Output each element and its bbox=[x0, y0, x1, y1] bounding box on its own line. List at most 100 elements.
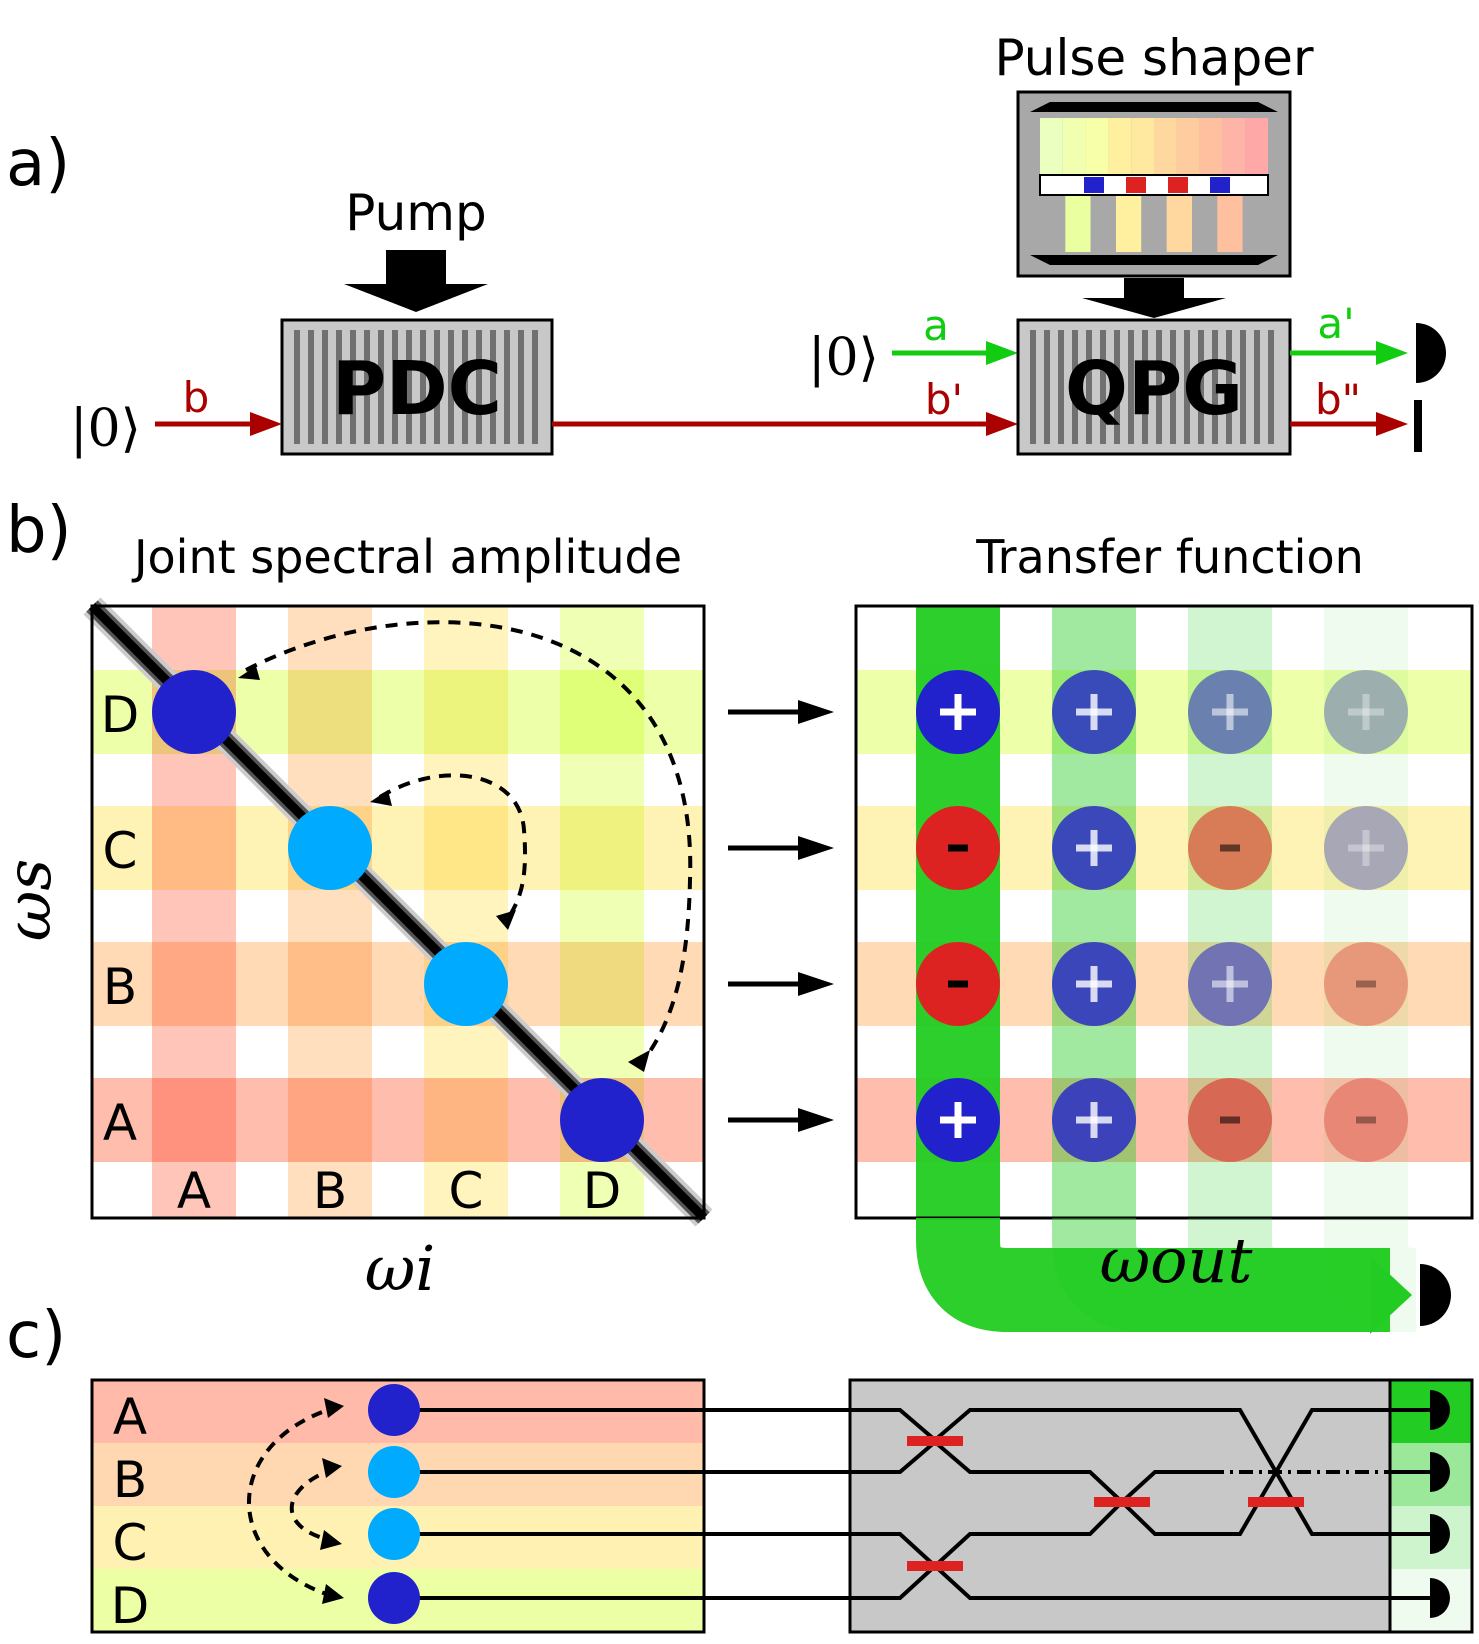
circuit-dashed-inner bbox=[289, 1466, 337, 1542]
jsa-row-label: D bbox=[101, 686, 140, 744]
shaper-filtered-band bbox=[1065, 196, 1091, 252]
tf-weight-dot bbox=[1324, 1078, 1408, 1162]
shaper-filtered-band bbox=[1141, 196, 1167, 252]
minus-sign bbox=[1220, 1116, 1240, 1124]
crystal-stripe bbox=[1184, 330, 1190, 444]
crystal-stripe bbox=[392, 330, 398, 444]
shaper-filtered-band bbox=[1217, 196, 1243, 252]
crystal-stripe bbox=[518, 330, 524, 444]
crystal-stripe bbox=[322, 330, 328, 444]
crystal-stripe bbox=[1044, 330, 1050, 444]
jsa-col-label: D bbox=[583, 1162, 622, 1220]
tf-output-path bbox=[916, 1218, 1390, 1332]
tf-output-arrowhead bbox=[1370, 1256, 1412, 1334]
circuit-mode-dot bbox=[368, 1384, 420, 1436]
beam-splitter bbox=[1248, 1497, 1304, 1507]
jsa-col-band bbox=[424, 606, 508, 1218]
crystal-stripe bbox=[1170, 330, 1176, 444]
shaper-spectrum-band bbox=[1131, 118, 1154, 174]
crystal-stripe bbox=[434, 330, 440, 444]
minus-sign bbox=[948, 980, 968, 988]
crystal-stripe bbox=[504, 330, 510, 444]
circuit-dashed-outer-head-bottom bbox=[322, 1584, 344, 1604]
dashed-arrowhead-outer-bottom bbox=[628, 1050, 650, 1072]
transfer-plot bbox=[854, 604, 1474, 1220]
crystal-stripe bbox=[1156, 330, 1162, 444]
detector bbox=[1430, 1390, 1450, 1430]
minus-sign bbox=[1356, 1116, 1376, 1124]
shaper-filtered-band bbox=[1166, 196, 1192, 252]
circuit-dashed-outer-head-top bbox=[324, 1398, 344, 1418]
crystal-stripe bbox=[1128, 330, 1134, 444]
shaper-mask-pixel bbox=[1168, 177, 1188, 193]
shaper-spectrum-band bbox=[1245, 118, 1268, 174]
crystal-stripe bbox=[1226, 330, 1232, 444]
jsa-mode-dot bbox=[560, 1078, 644, 1162]
shaper-mask-pixel bbox=[1084, 177, 1104, 193]
circuit-row-label: D bbox=[111, 1577, 150, 1635]
beam-a-prime-label: a' bbox=[1317, 299, 1354, 348]
beam-b-label: b bbox=[183, 373, 210, 422]
detector bbox=[1430, 1452, 1450, 1492]
plus-sign-v bbox=[1226, 966, 1234, 1002]
dashed-arrowhead-inner-bottom bbox=[496, 910, 516, 930]
beam-b-arrowhead bbox=[250, 412, 282, 436]
plus-sign-v bbox=[954, 1102, 962, 1138]
plus-sign-v bbox=[1090, 966, 1098, 1002]
crystal-stripe bbox=[294, 330, 300, 444]
crystal-stripe bbox=[1100, 330, 1106, 444]
plus-sign-v bbox=[1362, 830, 1370, 866]
circuit-mode-dot bbox=[368, 1508, 420, 1560]
dashed-arrowhead-outer-top bbox=[238, 666, 260, 680]
tf-col-band bbox=[1324, 606, 1408, 1218]
jsa-mode-dot bbox=[152, 670, 236, 754]
jsa-col-label: C bbox=[449, 1162, 484, 1220]
beam-splitter bbox=[907, 1561, 963, 1571]
crystal-stripe bbox=[336, 330, 342, 444]
vacuum-input-a: |0⟩ bbox=[808, 328, 879, 388]
pdc-label: PDC bbox=[332, 346, 502, 432]
beam-b-prime-label: b' bbox=[925, 375, 963, 424]
circuit-dashed-inner-head-top bbox=[322, 1458, 342, 1478]
mapping-arrowhead bbox=[798, 700, 834, 724]
dashed-arrow-outer-up bbox=[245, 620, 693, 1067]
circuit-row-label: B bbox=[113, 1451, 147, 1509]
crystal-stripe bbox=[1212, 330, 1218, 444]
shaper-mask-pixel bbox=[1126, 177, 1146, 193]
circuit-dashed-outer bbox=[247, 1404, 341, 1598]
panel-b-label: b) bbox=[6, 494, 72, 568]
crystal-stripe bbox=[532, 330, 538, 444]
transfer-out-label: ωout bbox=[1100, 1224, 1253, 1297]
plus-sign-h bbox=[1348, 708, 1384, 716]
dashed-arrow-inner bbox=[378, 773, 528, 922]
jsa-xlabel: ωi bbox=[365, 1232, 435, 1305]
crystal-stripe bbox=[1268, 330, 1274, 444]
tf-weight-dot bbox=[1324, 942, 1408, 1026]
shaper-spectrum-band bbox=[1062, 118, 1086, 174]
qpg-crystal: QPG bbox=[1016, 318, 1292, 456]
detector bbox=[1430, 1514, 1450, 1554]
crystal-stripe bbox=[476, 330, 482, 444]
mapping-arrowhead bbox=[798, 972, 834, 996]
detector-a-prime bbox=[1416, 323, 1446, 383]
jsa-mode-dot bbox=[288, 806, 372, 890]
shaper-spectrum-band bbox=[1176, 118, 1200, 174]
detector bbox=[1430, 1578, 1450, 1618]
crystal-stripe bbox=[1086, 330, 1092, 444]
plus-sign-v bbox=[1090, 830, 1098, 866]
pump-arrow bbox=[344, 250, 488, 312]
minus-sign bbox=[948, 844, 968, 852]
pump-label: Pump bbox=[345, 184, 486, 242]
shaper-spectrum-band bbox=[1085, 118, 1109, 174]
shaper-arrow bbox=[1082, 278, 1226, 318]
minus-sign bbox=[1356, 980, 1376, 988]
mapping-arrowhead bbox=[798, 836, 834, 860]
dashed-arrowhead-inner-top bbox=[370, 790, 392, 806]
jsa-col-label: B bbox=[313, 1162, 347, 1220]
panel-c-label: c) bbox=[6, 1299, 66, 1373]
qpg-label: QPG bbox=[1065, 346, 1243, 432]
crystal-stripe bbox=[448, 330, 454, 444]
pdc-crystal: PDC bbox=[280, 318, 554, 456]
